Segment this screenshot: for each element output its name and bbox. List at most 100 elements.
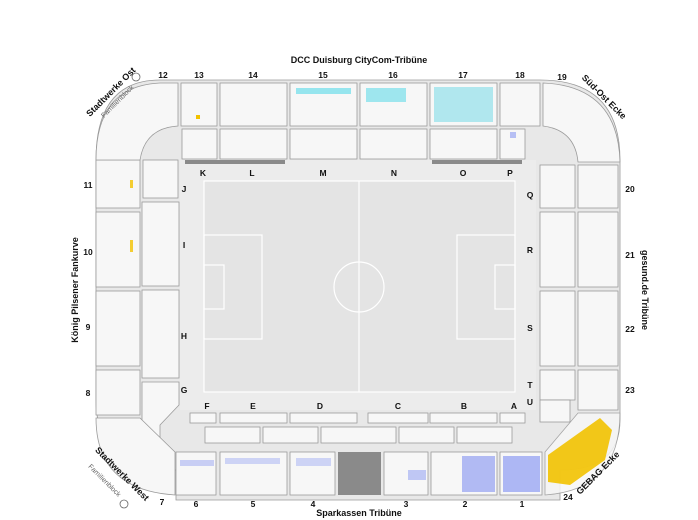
label-A: A	[511, 401, 517, 411]
label-20: 20	[625, 184, 635, 194]
label-E: E	[250, 401, 256, 411]
east-blocks	[539, 164, 619, 423]
block-9[interactable]	[95, 290, 141, 367]
box-row-1[interactable]	[204, 426, 261, 444]
label-L: L	[249, 168, 254, 178]
label-14: 14	[248, 70, 258, 80]
label-T: T	[527, 380, 533, 390]
block-8[interactable]	[95, 369, 141, 416]
block-21[interactable]	[577, 211, 619, 288]
south-lower-blocks	[189, 412, 526, 444]
block-20[interactable]	[577, 164, 619, 209]
label-23: 23	[625, 385, 635, 395]
north-lower-blocks	[181, 128, 526, 164]
family-icon	[119, 72, 141, 509]
block-A[interactable]	[499, 412, 526, 424]
block-J[interactable]	[142, 159, 179, 199]
label-B: B	[461, 401, 467, 411]
north-media-strip-left	[185, 160, 285, 164]
block-Q[interactable]	[539, 164, 576, 209]
label-9: 9	[86, 322, 91, 332]
label-12: 12	[158, 70, 168, 80]
east-stand-name: gesund.de Tribüne	[640, 250, 650, 330]
label-4: 4	[311, 499, 316, 509]
label-22: 22	[625, 324, 635, 334]
block-6[interactable]	[175, 451, 217, 496]
block-19[interactable]	[542, 82, 621, 163]
label-5: 5	[251, 499, 256, 509]
label-15: 15	[318, 70, 328, 80]
north-upper-blocks	[180, 82, 541, 127]
block-letter-labels: K L M N O P J I H G Q R S T U F E D C B …	[181, 168, 534, 411]
block-13[interactable]	[180, 82, 218, 127]
label-D: D	[317, 401, 323, 411]
block-5[interactable]	[219, 451, 288, 496]
south-dark-block	[338, 452, 381, 495]
label-2: 2	[463, 499, 468, 509]
block-S[interactable]	[539, 290, 576, 367]
block-I[interactable]	[141, 201, 180, 287]
block-U[interactable]	[539, 399, 571, 423]
block-T[interactable]	[539, 369, 576, 401]
block-E[interactable]	[219, 412, 288, 424]
label-17: 17	[458, 70, 468, 80]
block-N[interactable]	[359, 128, 428, 160]
block-C[interactable]	[367, 412, 429, 424]
north-stand-name: DCC Duisburg CityCom-Tribüne	[291, 55, 428, 65]
block-M[interactable]	[289, 128, 358, 160]
block-R[interactable]	[539, 211, 576, 288]
block-O[interactable]	[429, 128, 498, 160]
block-14[interactable]	[219, 82, 288, 127]
label-O: O	[460, 168, 467, 178]
block-B[interactable]	[429, 412, 498, 424]
label-F: F	[204, 401, 209, 411]
south-stand-name: Sparkassen Tribüne	[316, 508, 402, 518]
block-number-labels: 13 14 15 16 17 18 12 19 11 10 9 8 20 21 …	[83, 70, 635, 509]
block-L[interactable]	[219, 128, 288, 160]
block-K[interactable]	[181, 128, 218, 160]
box-row-3[interactable]	[320, 426, 397, 444]
block-22[interactable]	[577, 290, 619, 367]
block-H[interactable]	[141, 289, 180, 379]
block-F[interactable]	[189, 412, 217, 424]
availability-marks	[130, 87, 612, 492]
label-10: 10	[83, 247, 93, 257]
block-D[interactable]	[289, 412, 358, 424]
label-G: G	[181, 385, 188, 395]
block-23[interactable]	[577, 369, 619, 411]
pitch	[180, 160, 536, 410]
label-24: 24	[563, 492, 573, 502]
label-1: 1	[520, 499, 525, 509]
block-10[interactable]	[95, 211, 141, 288]
west-stand-name: König Pilsener Fankurve	[70, 237, 80, 343]
label-18: 18	[515, 70, 525, 80]
label-I: I	[183, 240, 185, 250]
box-row-5[interactable]	[456, 426, 513, 444]
label-C: C	[395, 401, 401, 411]
label-11: 11	[84, 180, 93, 190]
label-Q: Q	[527, 190, 534, 200]
label-16: 16	[388, 70, 398, 80]
label-K: K	[200, 168, 207, 178]
label-3: 3	[404, 499, 409, 509]
north-media-strip-right	[432, 160, 522, 164]
label-H: H	[181, 331, 187, 341]
label-19: 19	[557, 72, 567, 82]
block-12[interactable]	[95, 82, 179, 161]
box-row-4[interactable]	[398, 426, 455, 444]
block-4[interactable]	[289, 451, 336, 496]
label-21: 21	[625, 250, 635, 260]
west-blocks	[95, 159, 180, 446]
block-11[interactable]	[95, 159, 141, 209]
block-7[interactable]	[95, 417, 176, 496]
label-R: R	[527, 245, 533, 255]
block-18[interactable]	[499, 82, 541, 127]
label-8: 8	[86, 388, 91, 398]
label-6: 6	[194, 499, 199, 509]
block-17[interactable]	[429, 82, 498, 127]
box-row-2[interactable]	[262, 426, 319, 444]
label-M: M	[319, 168, 326, 178]
label-J: J	[182, 184, 187, 194]
label-P: P	[507, 168, 513, 178]
